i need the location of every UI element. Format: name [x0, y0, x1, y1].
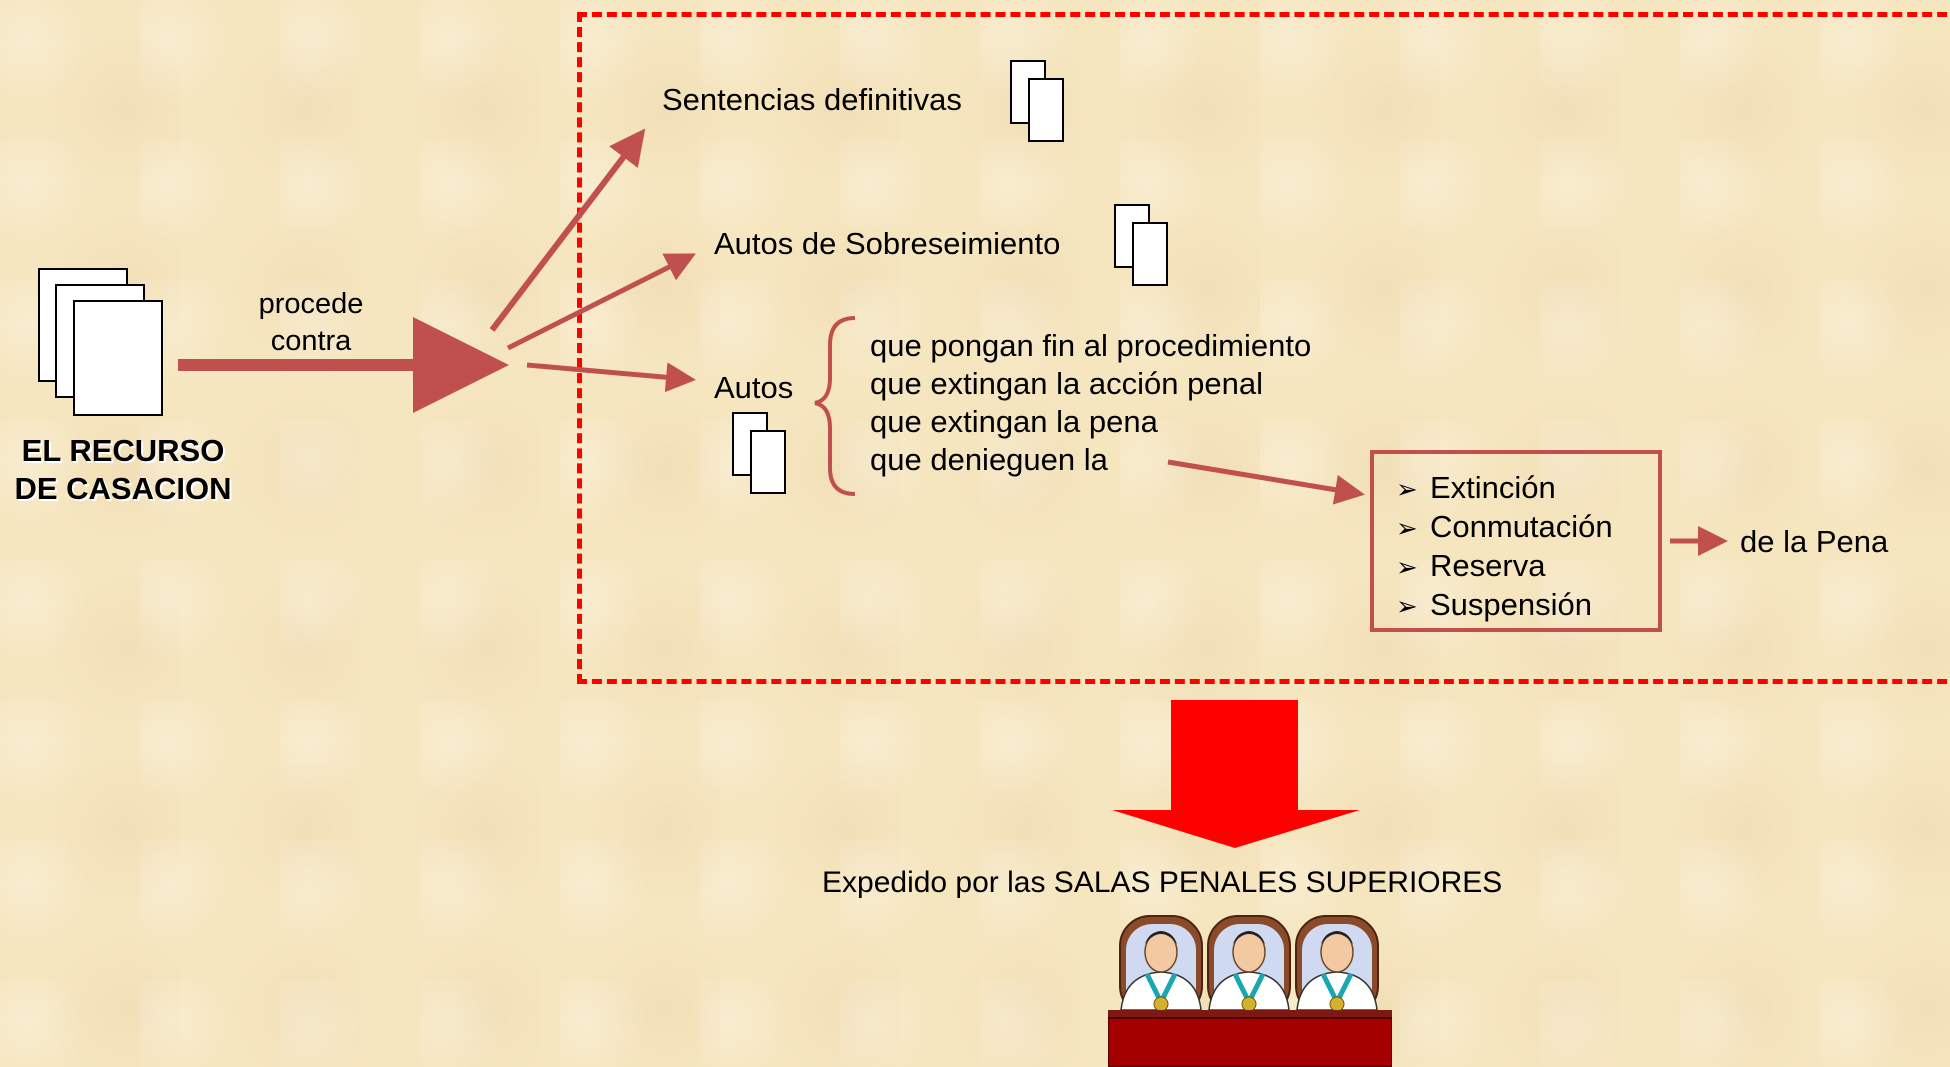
sentencias-label: Sentencias definitivas: [662, 82, 962, 117]
condition-item: que denieguen la: [870, 442, 1108, 477]
de-la-pena-label: de la Pena: [1740, 524, 1889, 559]
penalty-item-label: Suspensión: [1430, 587, 1593, 622]
document-stack-icon: [38, 268, 178, 416]
arrow-to-autos: [526, 362, 696, 393]
procede-label: procede contra: [236, 286, 386, 360]
penalty-list: ➢ Extinción ➢ Conmutación ➢ Reserva ➢ Suspen…: [1396, 469, 1658, 625]
big-down-arrow-icon: [1112, 700, 1360, 848]
condition-item: que pongan fin al procedimiento: [870, 328, 1312, 363]
condition-item: que extingan la acción penal: [870, 366, 1263, 401]
penalty-item-label: Conmutación: [1430, 509, 1613, 544]
bullet-arrow-icon: ➢: [1396, 474, 1418, 504]
bullet-arrow-icon: ➢: [1396, 591, 1418, 621]
condition-item: que extingan la pena: [870, 404, 1158, 439]
penalty-item: ➢ Reserva: [1396, 547, 1658, 586]
arrow-to-sobreseimiento: [506, 253, 696, 351]
arrow-to-sentencias: [489, 128, 646, 332]
recurso-title-line1: EL RECURSO: [21, 433, 225, 468]
penalty-item-label: Reserva: [1430, 548, 1546, 583]
penalty-item: ➢ Conmutación: [1396, 508, 1658, 547]
document-stack-icon: [1114, 204, 1172, 288]
autos-label: Autos: [714, 370, 794, 405]
recurso-title: EL RECURSO DE CASACION: [0, 432, 246, 508]
document-stack-icon: [1010, 60, 1068, 144]
sobreseimiento-label: Autos de Sobreseimiento: [714, 226, 1061, 261]
arrow-to-penalty-box: [1167, 459, 1365, 505]
document-stack-icon: [732, 412, 790, 496]
penalty-box: ➢ Extinción ➢ Conmutación ➢ Reserva ➢ Suspen…: [1370, 450, 1662, 632]
curly-brace: [814, 316, 856, 496]
autos-conditions-list: que pongan fin al procedimiento que exti…: [870, 330, 1311, 482]
penalty-item-label: Extinción: [1430, 470, 1556, 505]
dashed-region: [577, 12, 1950, 684]
judges-bench-icon: [1108, 915, 1392, 1067]
expedido-label: Expedido por las SALAS PENALES SUPERIORE…: [822, 866, 1503, 899]
penalty-item: ➢ Extinción: [1396, 469, 1658, 508]
procede-line2: contra: [270, 325, 352, 357]
procede-line1: procede: [258, 288, 364, 320]
bullet-arrow-icon: ➢: [1396, 513, 1418, 543]
recurso-title-line2: DE CASACION: [14, 471, 232, 506]
penalty-item: ➢ Suspensión: [1396, 586, 1658, 625]
bullet-arrow-icon: ➢: [1396, 552, 1418, 582]
